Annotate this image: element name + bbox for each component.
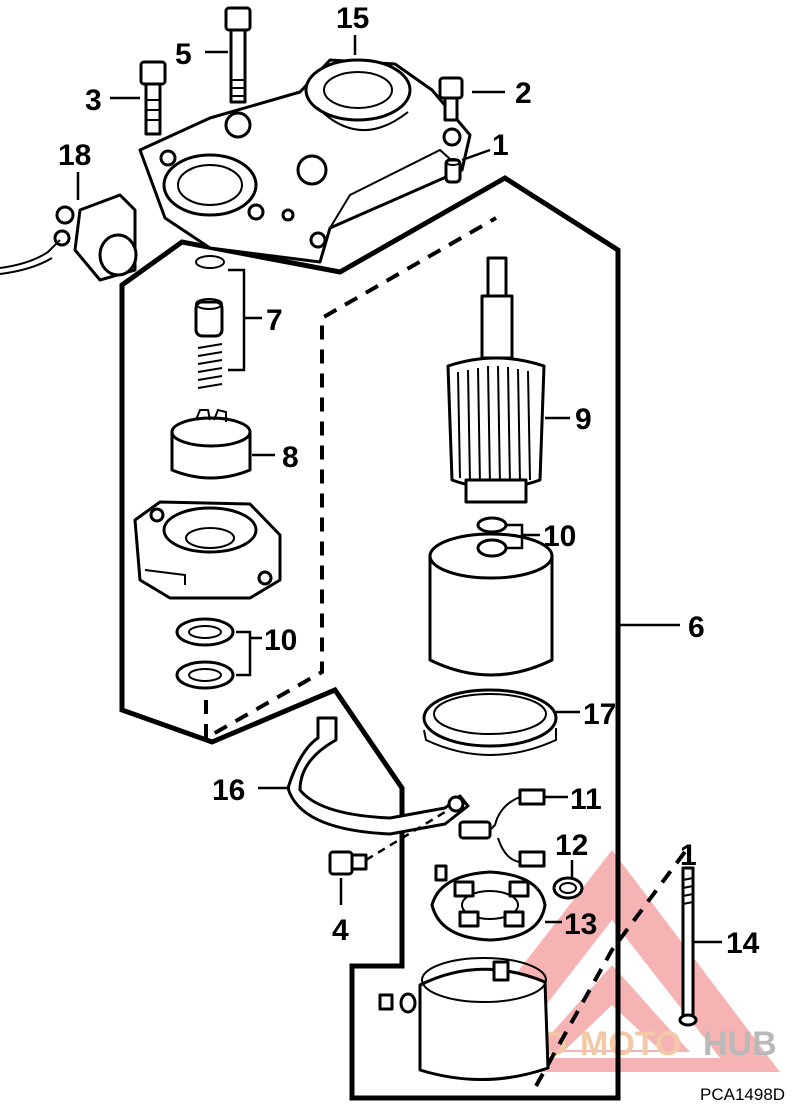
bolt-3	[139, 60, 167, 136]
dowel-pin	[444, 158, 462, 184]
top-cover-plate	[138, 58, 472, 264]
thrust-washers-lower	[175, 617, 235, 690]
callout-1-top: 1	[492, 129, 509, 162]
callout-13: 13	[564, 908, 597, 941]
mounting-strap	[286, 716, 470, 836]
callout-6: 6	[688, 611, 705, 644]
dashed-outline-upper	[204, 216, 497, 742]
armature	[446, 256, 546, 504]
drive-end-cap	[133, 500, 282, 600]
bolt-5	[224, 6, 252, 104]
callout-2: 2	[515, 77, 532, 110]
brush-spring	[552, 876, 584, 900]
pinion-stop-kit	[194, 255, 225, 389]
callout-10-lower: 10	[264, 624, 297, 657]
callout-4: 4	[332, 914, 349, 947]
through-bolt	[678, 866, 698, 1027]
callout-10-upper: 10	[543, 520, 576, 553]
pinion-gear	[170, 408, 252, 480]
callout-1-bolt: 1	[680, 839, 697, 872]
callout-15: 15	[336, 2, 369, 35]
bolt-4	[328, 850, 368, 876]
callout-3: 3	[85, 84, 102, 117]
dashed-outline-lower	[534, 843, 692, 1087]
assembly-6-outline	[119, 175, 621, 1101]
callout-8: 8	[282, 441, 299, 474]
callout-5: 5	[175, 38, 192, 71]
callout-16: 16	[212, 774, 245, 807]
callout-12: 12	[555, 829, 588, 862]
callout-14: 14	[726, 927, 760, 960]
bolt-4-dashed-line	[365, 810, 446, 862]
bolt-2	[438, 76, 464, 122]
leader-lines	[76, 35, 722, 944]
callout-18: 18	[58, 139, 91, 172]
field-frame-housing	[428, 532, 554, 677]
watermark-text-hub: HUB	[703, 1025, 777, 1063]
commutator-end-cap	[378, 957, 550, 1081]
drawing-code: PCA1498D	[700, 1085, 785, 1104]
brush-lead-set	[458, 788, 546, 868]
callout-9: 9	[575, 403, 592, 436]
solenoid	[0, 193, 138, 282]
callout-11: 11	[570, 783, 602, 816]
callout-7: 7	[266, 304, 283, 337]
brush-plate	[430, 864, 547, 942]
gasket-band	[422, 688, 558, 756]
callout-17: 17	[583, 698, 616, 731]
watermark-text-moto: MOTO	[580, 1025, 681, 1063]
